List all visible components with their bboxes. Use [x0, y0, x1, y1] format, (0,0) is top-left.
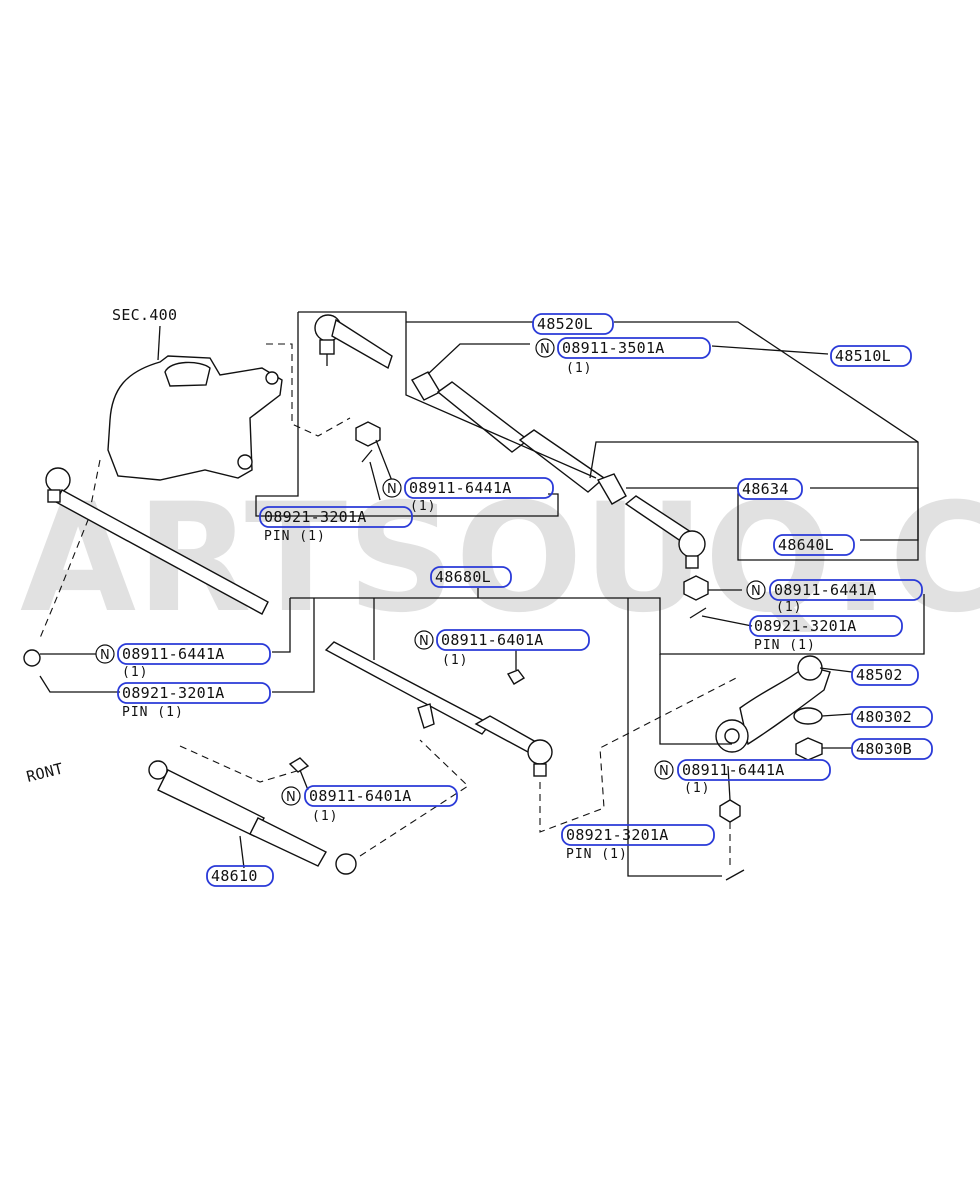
nut-6441-right-label[interactable]: 08911-6441A — [774, 581, 877, 599]
n-badge-6401-mid — [414, 630, 434, 650]
nut-damper — [288, 757, 310, 773]
cotter-pin-lower — [725, 869, 745, 881]
nut-6441-left-hotspot[interactable] — [117, 643, 271, 665]
pitman-arm — [715, 655, 831, 753]
leader-lines — [39, 311, 925, 877]
n-badge-6441-left — [95, 644, 115, 664]
nut-6441-right-hotspot[interactable] — [769, 579, 923, 601]
n-badge-6441-lower-text: N — [659, 764, 669, 779]
adjusting-sleeve — [411, 371, 627, 505]
cotter-pin-upper — [361, 449, 373, 463]
n-badge-6441-right — [746, 580, 766, 600]
n-badge-3501 — [535, 338, 555, 358]
pin-lower-text: PIN (1) — [566, 847, 628, 862]
n-badge-6401-mid-text: N — [419, 634, 429, 649]
part-48610-hotspot[interactable] — [206, 865, 274, 887]
part-48640-hotspot[interactable] — [773, 534, 855, 556]
pin-3201-lower-hotspot[interactable] — [561, 824, 715, 846]
nut-6441-left-qty: (1) — [122, 665, 148, 680]
part-48510-hotspot[interactable] — [830, 345, 912, 367]
part-480302-label[interactable]: 480302 — [856, 708, 912, 726]
damper-dash-b — [359, 739, 469, 857]
nut-3501-hotspot[interactable] — [557, 337, 711, 359]
steering-gear-box — [107, 355, 283, 481]
pin-3201-upper-label[interactable]: 08921-3201A — [264, 508, 367, 526]
pin-3201-lower-label[interactable]: 08921-3201A — [566, 826, 669, 844]
nut-left — [23, 649, 41, 667]
castle-nut-upper — [355, 421, 381, 447]
nut-6441-upper-qty: (1) — [410, 499, 436, 514]
part-48030b-label[interactable]: 48030B — [856, 740, 912, 758]
nut-6441-upper-hotspot[interactable] — [404, 477, 554, 499]
part-48680-hotspot[interactable] — [430, 566, 512, 588]
pin-3201-left-label[interactable]: 08921-3201A — [122, 684, 225, 702]
nut-6401-mid-qty: (1) — [442, 653, 468, 668]
center-rod-left — [45, 467, 269, 615]
pin-3201-right-label[interactable]: 08921-3201A — [754, 617, 857, 635]
n-badge-6441-lower — [654, 760, 674, 780]
n-badge-6441-upper — [382, 478, 402, 498]
tie-rod-lower — [324, 641, 553, 777]
pin-right-text: PIN (1) — [754, 638, 816, 653]
n-badge-6441-upper-text: N — [387, 482, 397, 497]
part-48634-hotspot[interactable] — [737, 478, 803, 500]
pin-3201-left-hotspot[interactable] — [117, 682, 271, 704]
castle-nut-right — [683, 575, 709, 601]
nut-6441-upper-label[interactable]: 08911-6441A — [409, 479, 512, 497]
nut-6401-damper-label[interactable]: 08911-6401A — [309, 787, 412, 805]
section-ref-label: SEC.400 — [112, 306, 177, 324]
n-badge-6401-damper — [281, 786, 301, 806]
nut-6401-damper-qty: (1) — [312, 809, 338, 824]
pin-3201-upper-hotspot[interactable] — [259, 506, 413, 528]
part-48634-label[interactable]: 48634 — [742, 480, 789, 498]
part-48610-label[interactable]: 48610 — [211, 867, 258, 885]
tie-rod-end-right — [624, 495, 706, 569]
nut-lower-mid — [506, 669, 526, 685]
part-48520-label[interactable]: 48520L — [537, 315, 593, 333]
nut-pitman-lower — [719, 799, 741, 823]
n-badge-3501-text: N — [540, 342, 550, 357]
cotter-pin-right — [689, 607, 707, 619]
part-48680-label[interactable]: 48680L — [435, 568, 491, 586]
nut-6441-lower-hotspot[interactable] — [677, 759, 831, 781]
part-48510-label[interactable]: 48510L — [835, 347, 891, 365]
part-48640-label[interactable]: 48640L — [778, 536, 834, 554]
part-48502-label[interactable]: 48502 — [856, 666, 903, 684]
n-badge-6441-right-text: N — [751, 584, 761, 599]
sec-leader — [157, 325, 161, 361]
pin-left-text: PIN (1) — [122, 705, 184, 720]
n-badge-6401-damper-text: N — [286, 790, 296, 805]
nut-3501-label[interactable]: 08911-3501A — [562, 339, 665, 357]
damper-dash-a — [179, 745, 301, 783]
nut-3501-qty: (1) — [566, 361, 592, 376]
tie-rod-end-upper — [314, 314, 393, 370]
pin-3201-right-hotspot[interactable] — [749, 615, 903, 637]
n-badge-6441-left-text: N — [100, 648, 110, 663]
pitman-nut — [795, 737, 823, 761]
part-48030b-hotspot[interactable] — [851, 738, 933, 760]
nut-6441-left-label[interactable]: 08911-6441A — [122, 645, 225, 663]
nut-6441-right-qty: (1) — [776, 600, 802, 615]
lock-washer — [793, 707, 823, 725]
nut-6401-damper-hotspot[interactable] — [304, 785, 458, 807]
part-480302-hotspot[interactable] — [851, 706, 933, 728]
mount-dash-b — [39, 459, 101, 639]
steering-damper — [148, 760, 357, 875]
part-48520-hotspot[interactable] — [532, 313, 614, 335]
nut-6401-mid-label[interactable]: 08911-6401A — [441, 631, 544, 649]
nut-6401-mid-hotspot[interactable] — [436, 629, 590, 651]
part-48502-hotspot[interactable] — [851, 664, 919, 686]
lower-dash — [539, 675, 741, 833]
nut-6441-lower-qty: (1) — [684, 781, 710, 796]
pin-upper-text: PIN (1) — [264, 529, 326, 544]
nut-6441-lower-label[interactable]: 08911-6441A — [682, 761, 785, 779]
mount-dash-a — [266, 343, 351, 437]
front-label: RONT — [25, 759, 66, 785]
